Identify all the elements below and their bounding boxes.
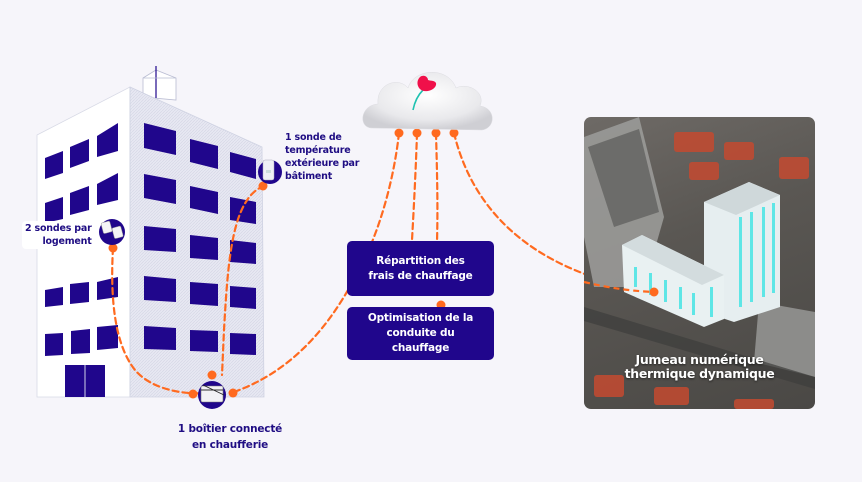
connector-cloud-line-1 xyxy=(370,131,401,244)
caption-line: thermique dynamique xyxy=(624,366,775,381)
box-line: frais de chauffage xyxy=(368,269,473,282)
connector-outdoor-sensor-boiler xyxy=(220,184,266,377)
label-line: extérieure par xyxy=(285,158,360,169)
digital-twin-caption: Jumeau numérique thermique dynamique xyxy=(584,353,815,381)
connector-dots xyxy=(108,128,659,399)
aerial-view-illustration xyxy=(584,117,815,409)
caption-line: Jumeau numérique xyxy=(635,352,764,367)
flower-logo-icon xyxy=(412,75,437,111)
label-line: bâtiment xyxy=(285,171,333,182)
gateway-box-icon xyxy=(198,381,226,409)
connector-cloud-line-2 xyxy=(410,131,419,242)
box-line: conduite du xyxy=(386,327,455,339)
building-right-windows xyxy=(144,123,256,355)
service-box-heating-optimization: Optimisation de la conduite du chauffage xyxy=(347,307,494,360)
label-line: température xyxy=(285,145,351,156)
boiler-box-label: 1 boîtier connecté en chaufferie xyxy=(170,421,290,453)
label-line: 1 boîtier connecté xyxy=(177,423,283,435)
label-line: 2 sondes par xyxy=(25,223,92,234)
label-line: en chaufferie xyxy=(191,439,269,451)
connector-unit-sensor-boiler xyxy=(111,246,209,395)
sensor-device-icon xyxy=(99,219,125,245)
service-box-heating-cost-allocation: Répartition des frais de chauffage xyxy=(347,241,494,296)
outdoor-sensor-icon xyxy=(258,159,282,184)
outdoor-sensor-label: 1 sonde de température extérieure par bâ… xyxy=(285,131,359,183)
box-line: Répartition des xyxy=(376,254,465,267)
connector-boiler-services xyxy=(232,288,350,394)
building-left-windows xyxy=(45,123,118,397)
digital-twin-photo: Jumeau numérique thermique dynamique xyxy=(584,117,815,409)
label-line: 1 sonde de xyxy=(285,132,342,143)
box-line: Optimisation de la xyxy=(367,312,474,324)
sensors-per-unit-label: 2 sondes par logement xyxy=(22,221,95,249)
box-line: chauffage xyxy=(391,342,450,354)
cloud-icon xyxy=(362,72,493,131)
connector-cloud-line-3 xyxy=(434,131,439,244)
label-line: logement xyxy=(42,236,92,247)
